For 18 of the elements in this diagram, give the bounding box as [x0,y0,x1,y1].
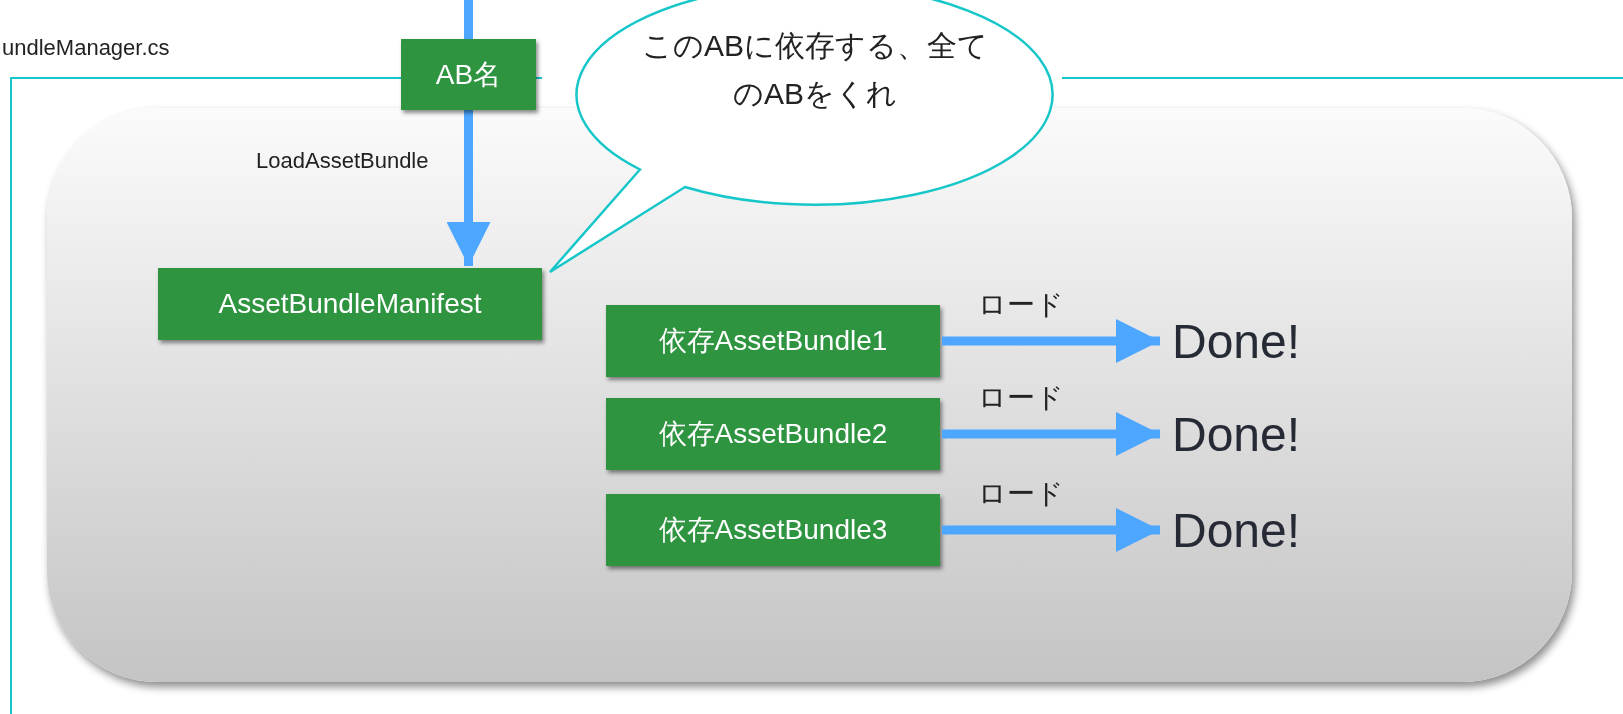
arrow [942,508,1160,552]
process-box: 依存AssetBundle1 [606,305,940,377]
process-box: AssetBundleManifest [158,268,542,340]
process-box: 依存AssetBundle3 [606,494,940,566]
arrow [446,110,491,266]
process-box: 依存AssetBundle2 [606,398,940,470]
status-text: Done! [1172,305,1352,377]
status-text: Done! [1172,494,1352,566]
file-name: undleManager.cs [2,35,170,61]
arrow [942,319,1160,363]
edge-label: ロード [978,477,1064,511]
edge-label: LoadAssetBundle [256,148,429,174]
arrow [942,412,1160,456]
edge-label: ロード [978,288,1064,322]
status-text: Done! [1172,398,1352,470]
process-box: AB名 [401,39,536,110]
bubble-text: このABに依存する、全てのABをくれ [641,28,989,112]
edge-label: ロード [978,381,1064,415]
